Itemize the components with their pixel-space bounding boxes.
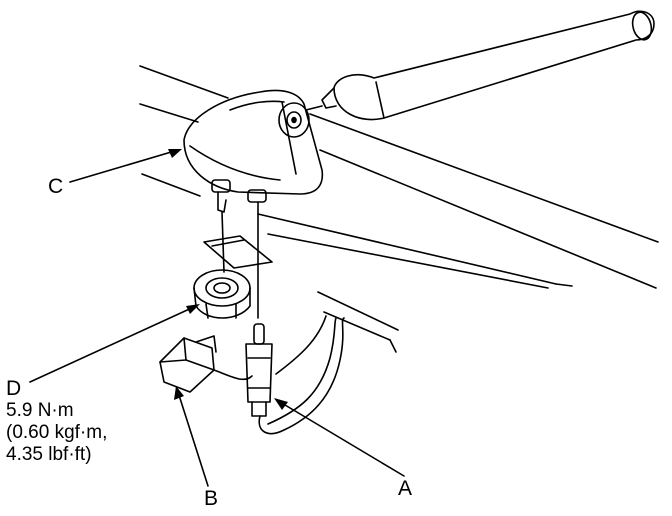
mounting-nut — [193, 269, 251, 319]
leader-arrowheads — [168, 149, 288, 410]
alignment-guides — [221, 201, 259, 319]
label-c: C — [48, 175, 64, 198]
antenna-base — [183, 89, 324, 213]
antenna-mast — [321, 10, 655, 121]
torque-spec-line-1: 5.9 N·m — [6, 400, 74, 421]
leader-lines — [29, 149, 405, 487]
label-d: D — [6, 377, 22, 400]
label-a: A — [398, 477, 413, 500]
label-b: B — [204, 487, 219, 510]
roof-gasket — [203, 235, 273, 269]
roof-panel-lines — [139, 65, 659, 353]
antenna-cable — [258, 315, 345, 435]
torque-spec-line-3: 4.35 lbf·ft) — [6, 444, 92, 465]
torque-spec: 5.9 N·m (0.60 kgf·m, 4.35 lbf·ft) — [6, 400, 107, 466]
plug-connector — [159, 335, 253, 393]
cable-connector — [245, 323, 273, 417]
torque-spec-line-2: (0.60 kgf·m, — [6, 422, 108, 443]
